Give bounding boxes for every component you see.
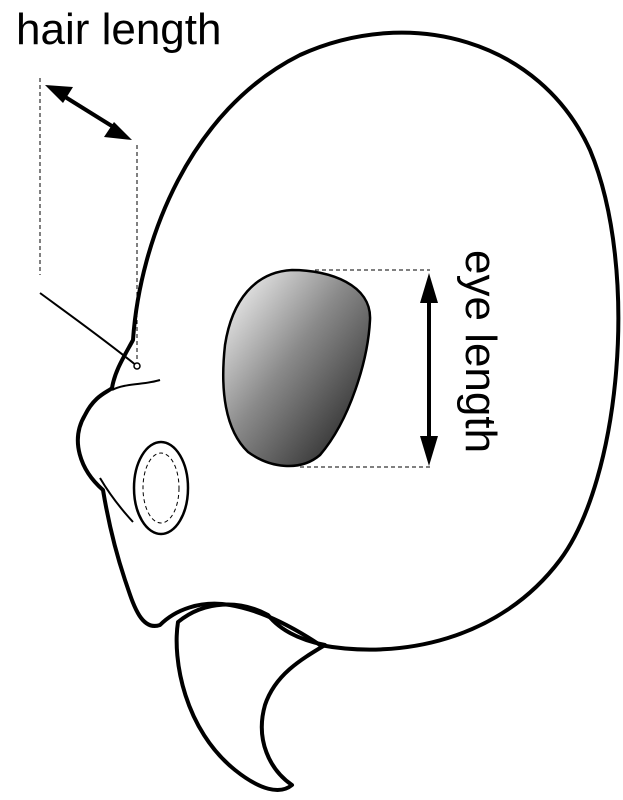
main-eye	[222, 268, 372, 468]
cheek-curve	[99, 477, 134, 523]
eye-length-label: eye length	[456, 250, 505, 453]
hair	[39, 292, 138, 367]
side-eye-inner	[142, 452, 180, 524]
eye-length-arrow	[420, 273, 438, 466]
hair-socket	[133, 362, 141, 370]
side-eye-outer	[132, 440, 190, 536]
hair-length-label: hair length	[16, 5, 221, 54]
brow-curve	[111, 379, 161, 391]
fang	[174, 602, 327, 792]
head-outline	[75, 30, 621, 652]
hair-length-arrow	[45, 85, 132, 140]
